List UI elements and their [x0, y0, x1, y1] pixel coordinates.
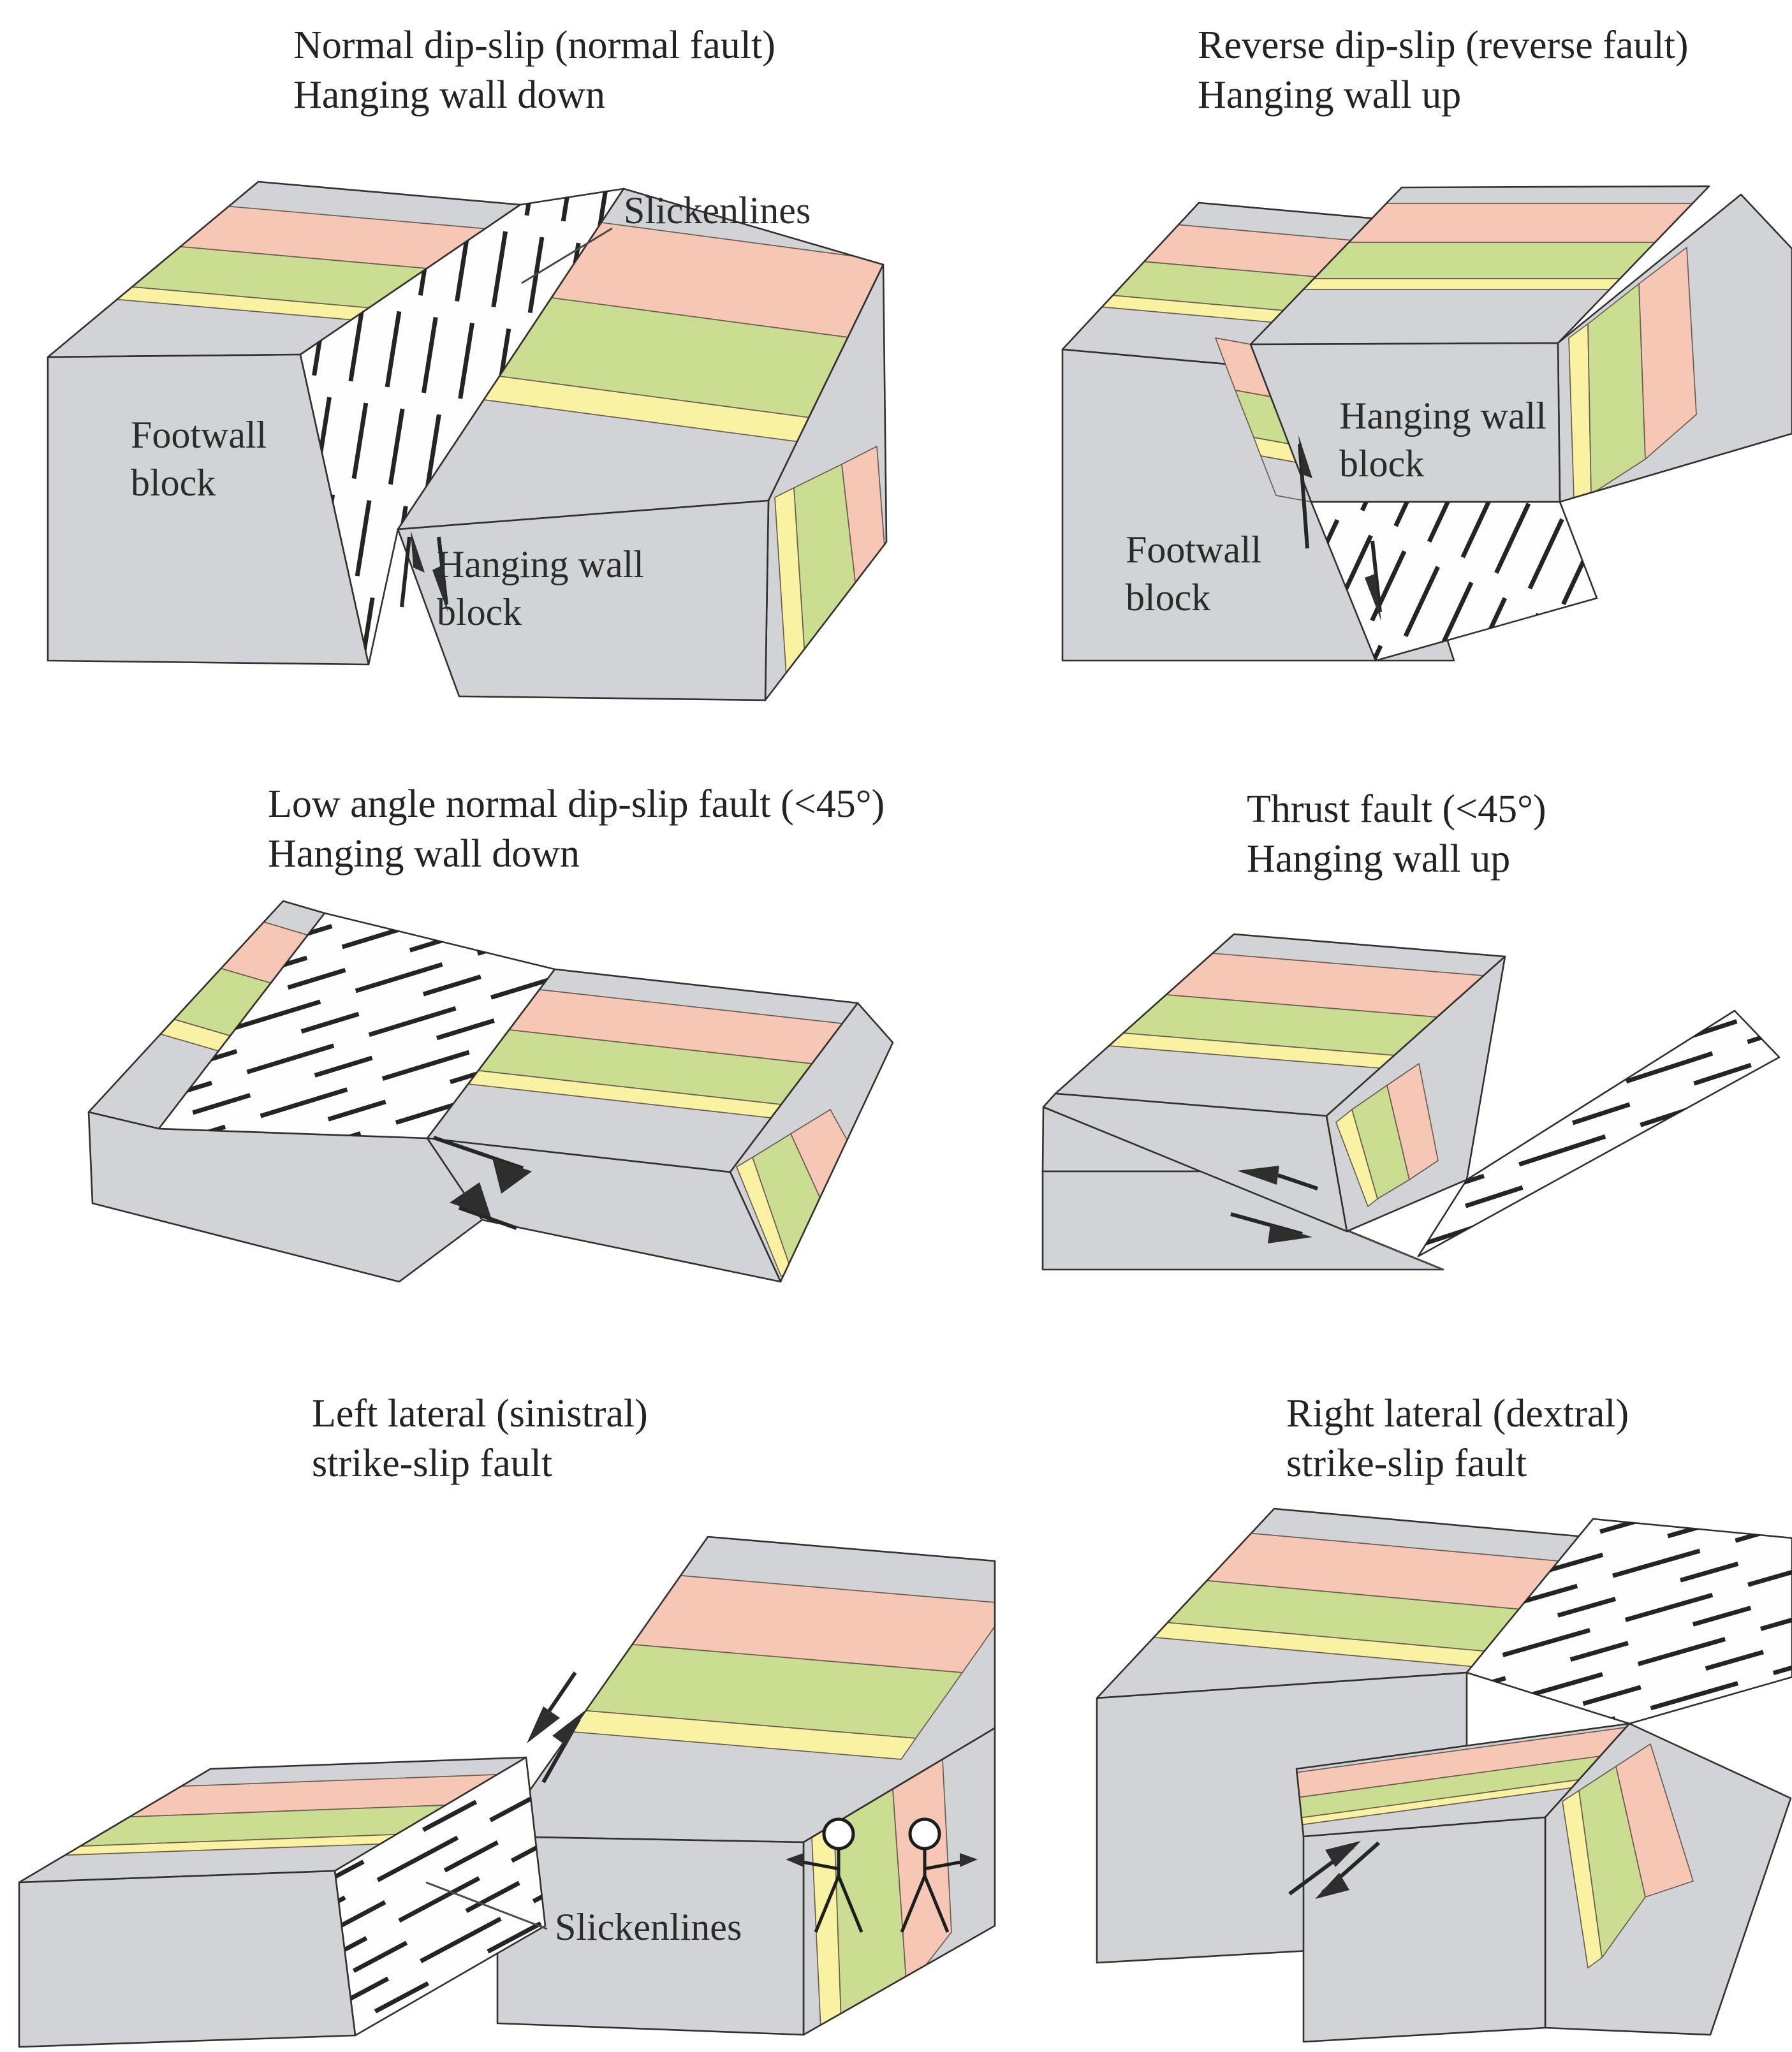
stick-figure-leg [923, 1875, 950, 1933]
hanging-wall-end-layers [1558, 194, 1792, 502]
title-line: Normal dip-slip (normal fault) [293, 24, 775, 67]
hanging-wall-top-layers [398, 189, 883, 529]
stick-figure-leg [814, 1875, 841, 1933]
footwall-label: block [1126, 576, 1210, 619]
down-arrow-icon [1365, 574, 1381, 621]
hanging-wall-top-layers [427, 969, 858, 1172]
title-left-lateral: Left lateral (sinistral) strike-slip fau… [312, 1389, 648, 1488]
layer-pink [1615, 1743, 1694, 1898]
slickenlines-area [159, 913, 555, 1138]
slip-arrow-shaft [1277, 1173, 1318, 1191]
panel-reverse-fault-diagram: Hanging wall block Footwall block [1061, 185, 1792, 662]
slip-arrow-up-right-icon [1325, 1841, 1361, 1867]
title-line: Right lateral (dextral) [1286, 1392, 1629, 1435]
layer-pink [1296, 1724, 1629, 1800]
panel-right-lateral-diagram [1096, 1507, 1792, 2043]
hanging-wall-front-face [1042, 1092, 1348, 1233]
slip-arrow-left-icon [1237, 1166, 1279, 1185]
hanging-wall-front-face [397, 499, 770, 701]
slickenlines-label: Slickenlines [555, 1906, 742, 1948]
observer-stick-figures [786, 1817, 978, 1933]
stick-figure-head [822, 1817, 855, 1850]
down-arrow-shaft [1370, 540, 1382, 613]
far-block-top-layers [497, 1537, 995, 1842]
title-line: strike-slip fault [1286, 1442, 1527, 1486]
slip-arrow-down-right-icon [492, 1158, 532, 1194]
near-block-end-layers [1545, 1724, 1791, 2035]
layer-green [1296, 1747, 1629, 1821]
slip-arrow-shaft [458, 1206, 518, 1230]
footwall-label: Footwall [1126, 529, 1261, 571]
layer-yellow [1296, 1767, 1629, 1828]
slip-arrow-shaft [433, 1136, 524, 1170]
title-line: Left lateral (sinistral) [312, 1392, 648, 1435]
slickenlines-area [1418, 1011, 1779, 1256]
title-thrust-fault: Thrust fault (<45°) Hanging wall up [1247, 784, 1546, 884]
hanging-wall-label: Hanging wall [437, 543, 644, 585]
panel-normal-fault-diagram: Slickenlines Footwall block Hanging wall… [47, 180, 888, 701]
near-block-front-face [18, 1870, 356, 2048]
slip-arrow-up-right-icon [552, 1710, 585, 1746]
title-line: Low angle normal dip-slip fault (<45°) [268, 782, 885, 826]
stick-figure-leg [900, 1875, 927, 1933]
title-line: Hanging wall up [1247, 837, 1511, 881]
slickenlines-area [1311, 502, 1597, 661]
slip-arrow-right-icon [1268, 1224, 1312, 1243]
stick-figure-head [908, 1817, 941, 1850]
stick-figure-arm [923, 1859, 966, 1871]
title-right-lateral: Right lateral (dextral) strike-slip faul… [1286, 1389, 1629, 1488]
up-arrow-shaft [1298, 443, 1309, 549]
slickenlines-leader-line [425, 1881, 548, 1930]
title-normal-fault: Normal dip-slip (normal fault) Hanging w… [293, 20, 775, 120]
stick-figure-leg [837, 1875, 863, 1933]
footwall-label: Footwall [131, 414, 267, 456]
hanging-wall-end-layers [1326, 956, 1505, 1231]
title-line: Reverse dip-slip (reverse fault) [1198, 24, 1689, 67]
title-reverse-fault: Reverse dip-slip (reverse fault) Hanging… [1198, 20, 1689, 120]
slickenlines-label: Slickenlines [624, 189, 811, 231]
title-line: Thrust fault (<45°) [1247, 788, 1546, 831]
footwall-label: block [131, 462, 216, 504]
hanging-wall-label: Hanging wall [1339, 395, 1546, 437]
stick-figure-arm [798, 1859, 841, 1871]
far-block-end-layers [804, 1728, 995, 2035]
title-line: Hanging wall down [293, 73, 606, 117]
panel-thrust-fault-diagram [1041, 933, 1781, 1271]
hanging-wall-label: block [1339, 443, 1424, 485]
point-right-arrow-icon [960, 1853, 978, 1867]
up-arrow-icon [411, 531, 425, 573]
hanging-wall-label: block [437, 591, 522, 633]
slickenlines-area [335, 1757, 545, 2035]
near-block-top-layers [19, 1757, 526, 1882]
slickenlines-area [1467, 1519, 1792, 1724]
near-block-front-face [1302, 1816, 1546, 2043]
layer-yellow [1257, 278, 1668, 290]
hanging-wall-front-face [1249, 342, 1561, 503]
layer-pink [1638, 247, 1697, 460]
point-left-arrow-icon [786, 1853, 804, 1867]
down-arrow-icon [432, 565, 448, 612]
up-arrow-icon [1298, 435, 1312, 478]
slip-arrow-up-left-icon [450, 1182, 491, 1217]
slickenlines-leader-line [521, 227, 613, 284]
panel-low-angle-normal-fault-diagram [87, 900, 894, 1283]
up-arrow-shaft [400, 536, 411, 608]
title-line: strike-slip fault [312, 1442, 553, 1486]
far-block-front-face [496, 1835, 805, 2036]
footwall-fault-cut-layers [1215, 337, 1312, 502]
layer-pink [1386, 1063, 1439, 1180]
panel-left-lateral-diagram: Slickenlines [18, 1535, 996, 2048]
slip-arrow-down-left-icon [1315, 1873, 1349, 1899]
title-low-angle-normal-fault: Low angle normal dip-slip fault (<45°) H… [268, 779, 885, 879]
title-line: Hanging wall up [1198, 73, 1462, 117]
title-line: Hanging wall down [268, 832, 580, 876]
slickenlines-area [300, 189, 624, 664]
slip-arrow-down-left-icon [527, 1706, 560, 1743]
near-block-top-layers [1296, 1724, 1629, 1836]
